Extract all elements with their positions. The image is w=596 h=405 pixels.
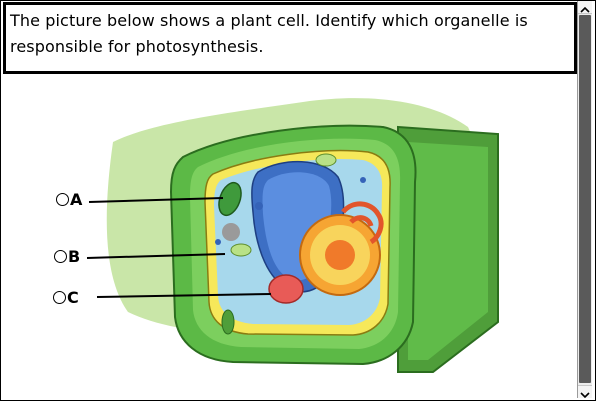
plant-cell-diagram <box>86 98 499 373</box>
option-b[interactable]: B <box>54 247 80 266</box>
chloroplast-small <box>315 153 337 167</box>
pointer-line-c <box>96 293 272 298</box>
option-c-label: C <box>67 288 79 307</box>
question-text: The picture below shows a plant cell. Id… <box>10 11 528 56</box>
scroll-thumb[interactable] <box>579 15 591 383</box>
pointer-line-b <box>86 253 226 259</box>
radio-a[interactable] <box>56 193 69 206</box>
radio-b[interactable] <box>54 250 67 263</box>
vertical-scrollbar[interactable] <box>577 1 592 399</box>
option-b-label: B <box>68 247 81 266</box>
option-a-label: A <box>70 190 83 209</box>
endoplasmic-reticulum <box>341 201 384 245</box>
pointer-line-a <box>88 197 224 203</box>
radio-c[interactable] <box>53 291 66 304</box>
scroll-up-arrow-icon[interactable] <box>578 1 592 14</box>
scroll-down-arrow-icon[interactable] <box>578 385 592 399</box>
mitochondrion <box>268 274 304 304</box>
option-c[interactable]: C <box>53 288 79 307</box>
option-a[interactable]: A <box>56 190 82 209</box>
question-box: The picture below shows a plant cell. Id… <box>3 2 577 74</box>
chloroplast <box>218 181 242 217</box>
